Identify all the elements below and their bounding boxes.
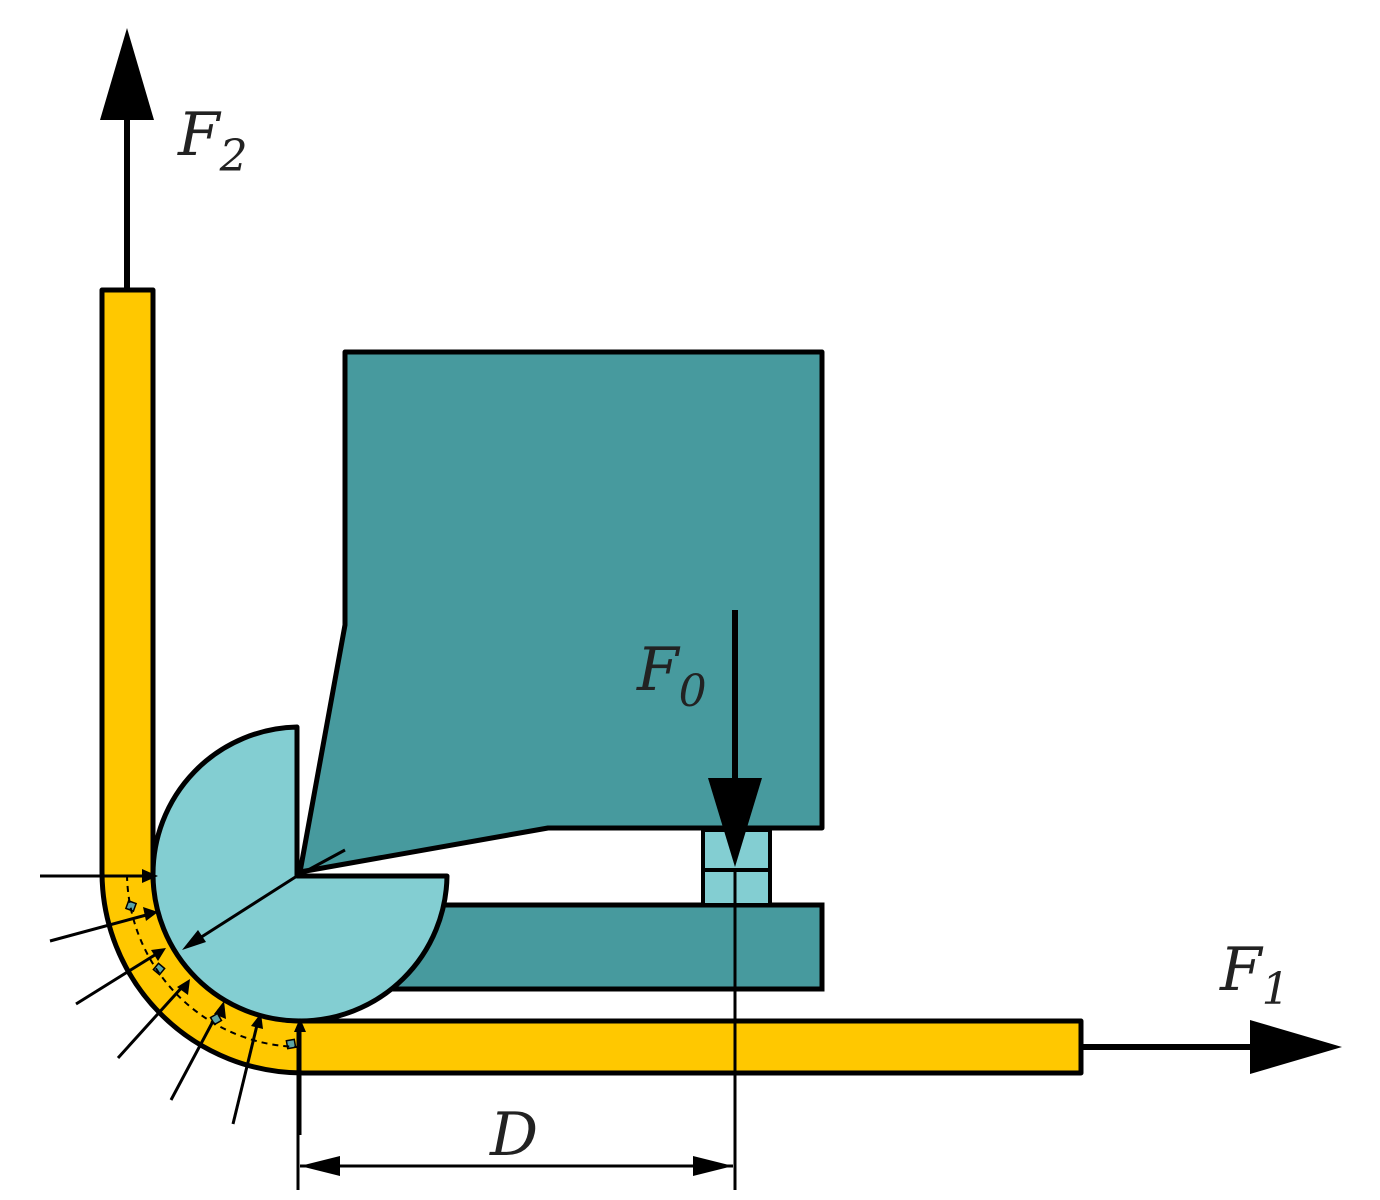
d-arrow-right xyxy=(693,1156,733,1176)
upper-die-block xyxy=(297,349,825,875)
label-f2: F2 xyxy=(177,100,248,182)
f2-arrow-head xyxy=(100,28,154,120)
f0-arrow-head xyxy=(708,778,762,867)
label-f0: F0 xyxy=(636,635,707,717)
roller-radius-line xyxy=(191,874,298,945)
roller-radius-arrowhead xyxy=(182,930,206,950)
f1-arrow-head xyxy=(1250,1020,1342,1074)
d-arrow-left xyxy=(300,1156,340,1176)
label-d: D xyxy=(489,1100,538,1170)
lower-plate xyxy=(377,902,825,992)
label-f1: F1 xyxy=(1219,935,1290,1015)
bending-roller xyxy=(150,724,450,1024)
bend-dashes xyxy=(126,874,301,1048)
roller-guide-line-1 xyxy=(296,848,346,878)
pressure-arrows xyxy=(40,874,302,1135)
